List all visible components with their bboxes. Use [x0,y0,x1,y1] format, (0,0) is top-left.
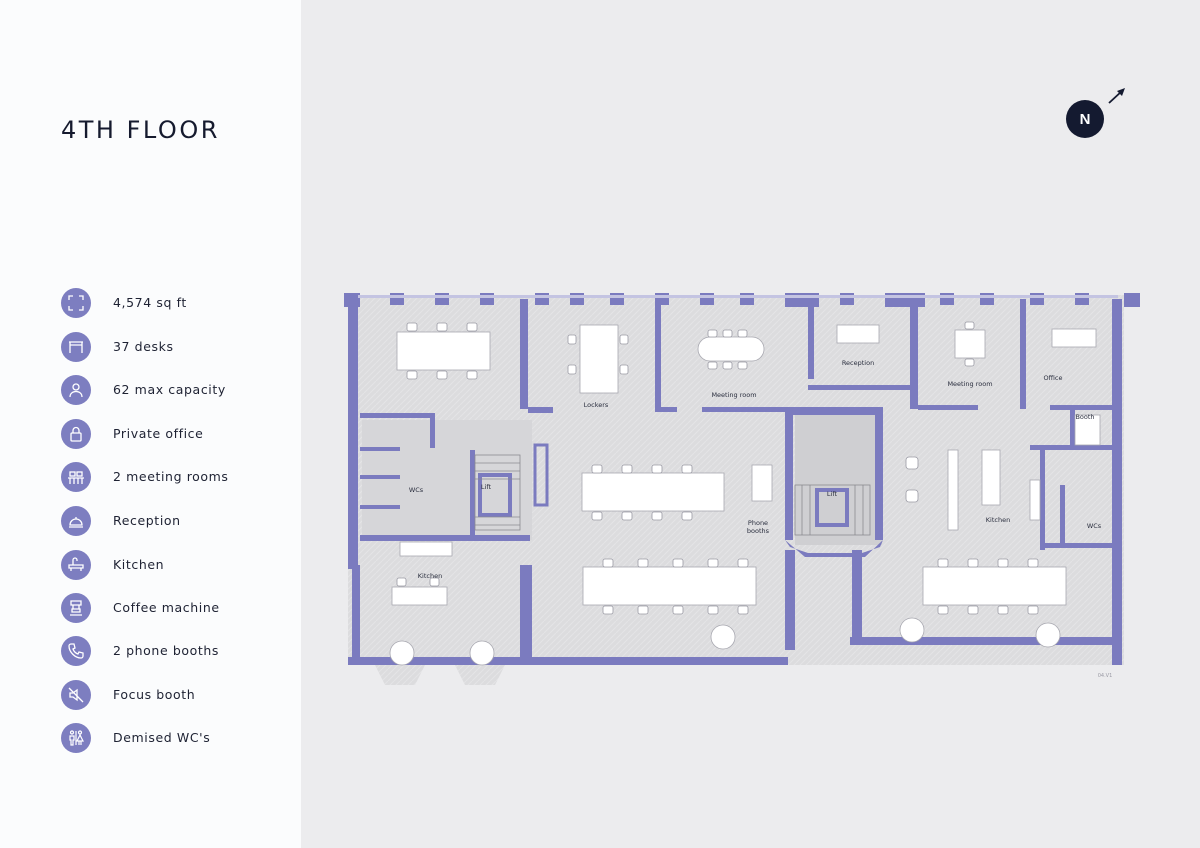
page-title: 4TH FLOOR [61,116,220,145]
wc-icon [61,722,91,753]
room-label-booth: Booth [1075,413,1094,421]
muted-speaker-icon [61,679,91,710]
feature-label: 2 meeting rooms [113,469,229,484]
room-label-wcs-left: WCs [409,486,424,494]
room-label-phone-booths-line2: booths [747,527,770,535]
feature-label: 37 desks [113,339,174,354]
feature-label: Kitchen [113,557,165,572]
desk-icon [61,331,91,362]
feature-label: Focus booth [113,687,196,702]
room-label-reception: Reception [842,359,874,367]
feature-item-capacity: 62 max capacity [61,374,291,405]
feature-label: 2 phone booths [113,643,219,658]
feature-item-reception: Reception [61,505,291,536]
feature-item-desks: 37 desks [61,331,291,362]
room-label-lockers: Lockers [584,401,609,409]
feature-label: Demised WC's [113,730,211,745]
person-icon [61,374,91,405]
sidebar-panel: 4TH FLOOR 4,574 sq ft 37 desks 62 max ca… [0,0,301,848]
room-label-kitchen-right: Kitchen [986,516,1010,524]
phone-icon [61,635,91,666]
room-label-lift-center: Lift [827,490,838,498]
feature-label: 4,574 sq ft [113,295,187,310]
stairs [474,454,871,536]
feature-item-private-office: Private office [61,418,291,449]
floor-plan: Lockers Meeting room Reception Meeting r… [340,285,1140,695]
feature-label: Coffee machine [113,600,220,615]
kitchen-tap-icon [61,549,91,580]
feature-item-meeting-rooms: 2 meeting rooms [61,461,291,492]
room-label-lift-left: Lift [481,483,492,491]
feature-item-coffee-machine: Coffee machine [61,592,291,623]
feature-item-focus-booth: Focus booth [61,679,291,710]
room-labels: Lockers Meeting room Reception Meeting r… [409,359,1112,679]
room-label-meeting-room-1: Meeting room [711,391,756,399]
lock-icon [61,418,91,449]
plan-reference: 04.V1 [1098,673,1113,679]
reception-bell-icon [61,505,91,536]
room-label-office: Office [1044,374,1063,382]
feature-label: Reception [113,513,181,528]
feature-label: Private office [113,426,204,441]
room-label-kitchen-left: Kitchen [418,572,442,580]
chairs [396,321,1039,615]
area-icon [61,287,91,318]
north-arrow-icon [1108,88,1125,104]
room-label-wcs-right: WCs [1087,522,1102,530]
room-label-phone-booths-line1: Phone [748,519,768,527]
feature-item-phone-booths: 2 phone booths [61,635,291,666]
interior-walls [360,299,1120,557]
feature-item-wcs: Demised WC's [61,722,291,753]
room-label-meeting-room-2: Meeting room [947,380,992,388]
furniture [389,324,1101,666]
north-badge: N [1066,100,1104,138]
coffee-machine-icon [61,592,91,623]
feature-item-area: 4,574 sq ft [61,287,291,318]
feature-item-kitchen: Kitchen [61,549,291,580]
meeting-table-icon [61,461,91,492]
feature-label: 62 max capacity [113,382,226,397]
north-indicator: N [1064,84,1130,138]
walls [344,293,1140,665]
